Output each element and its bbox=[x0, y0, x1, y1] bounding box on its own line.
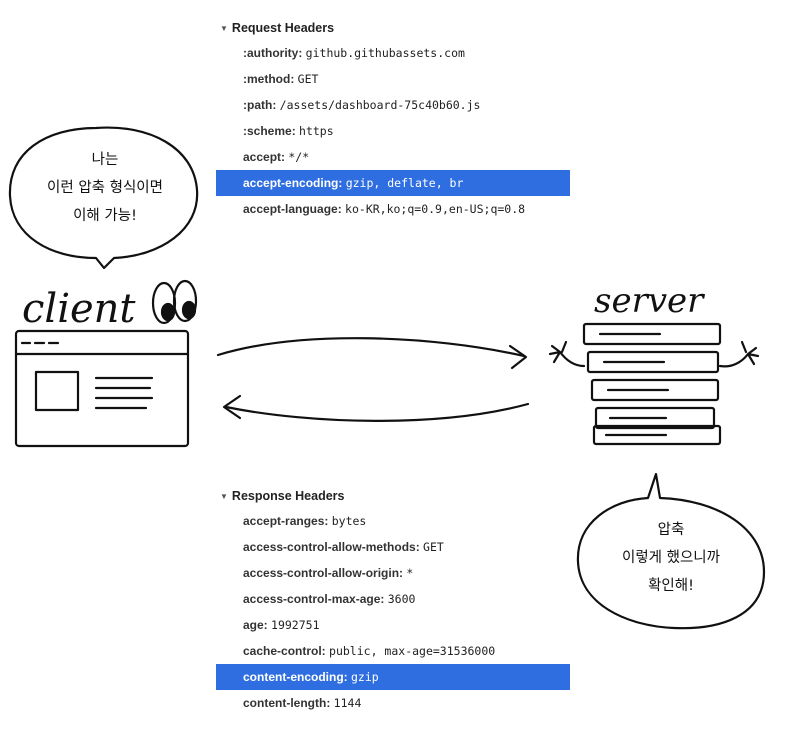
header-row[interactable]: :scheme: https bbox=[216, 118, 570, 144]
header-value: GET bbox=[297, 72, 319, 86]
header-value: 1992751 bbox=[271, 618, 320, 632]
header-value: public, max-age=31536000 bbox=[329, 644, 496, 658]
header-key: access-control-max-age: bbox=[243, 592, 385, 606]
server-bubble-line: 확인해! bbox=[648, 578, 694, 594]
header-key: :path: bbox=[243, 98, 277, 112]
header-row[interactable]: content-length: 1144 bbox=[216, 690, 570, 716]
header-key: accept: bbox=[243, 150, 286, 164]
header-value: /assets/dashboard-75c40b60.js bbox=[279, 98, 481, 112]
header-key: age: bbox=[243, 618, 268, 632]
header-row[interactable]: accept-ranges: bytes bbox=[216, 508, 570, 534]
header-value: gzip, deflate, br bbox=[345, 176, 464, 190]
server-bubble-line: 압축 bbox=[657, 522, 685, 538]
header-value: * bbox=[406, 566, 414, 580]
client-speech-bubble bbox=[8, 126, 199, 270]
client-bubble-line: 이해 가능! bbox=[73, 208, 137, 224]
header-key: accept-ranges: bbox=[243, 514, 329, 528]
eyes-icon bbox=[151, 279, 198, 325]
server-speech-bubble bbox=[576, 472, 766, 630]
header-row[interactable]: access-control-allow-origin: * bbox=[216, 560, 570, 586]
header-row[interactable]: content-encoding: gzip bbox=[216, 664, 570, 690]
response-headers-title[interactable]: ▼Response Headers bbox=[216, 484, 570, 508]
header-key: access-control-allow-methods: bbox=[243, 540, 420, 554]
server-bubble-line: 이렇게 했으니까 bbox=[622, 550, 720, 566]
server-stack-icon bbox=[582, 322, 722, 446]
header-key: accept-language: bbox=[243, 202, 342, 216]
header-key: :method: bbox=[243, 72, 295, 86]
header-value: github.githubassets.com bbox=[305, 46, 465, 60]
header-row[interactable]: :method: GET bbox=[216, 66, 570, 92]
header-key: :scheme: bbox=[243, 124, 296, 138]
header-value: https bbox=[299, 124, 334, 138]
server-label: server bbox=[594, 281, 705, 321]
header-row[interactable]: access-control-max-age: 3600 bbox=[216, 586, 570, 612]
client-bubble-text: 나는 이런 압축 형식이면 이해 가능! bbox=[22, 146, 188, 230]
header-key: cache-control: bbox=[243, 644, 326, 658]
right-hand-icon bbox=[718, 340, 760, 368]
header-key: content-encoding: bbox=[243, 670, 348, 684]
header-value: ko-KR,ko;q=0.9,en-US;q=0.8 bbox=[345, 202, 526, 216]
left-hand-icon bbox=[548, 340, 586, 368]
header-value: */* bbox=[288, 150, 310, 164]
header-value: 1144 bbox=[333, 696, 362, 710]
header-row[interactable]: accept-language: ko-KR,ko;q=0.9,en-US;q=… bbox=[216, 196, 570, 222]
client-label: client bbox=[22, 286, 136, 332]
client-bubble-line: 나는 bbox=[91, 152, 119, 168]
expand-triangle-icon[interactable]: ▼ bbox=[220, 492, 228, 501]
response-headers-title-text: Response Headers bbox=[231, 489, 345, 503]
request-headers-title[interactable]: ▼Request Headers bbox=[216, 16, 570, 40]
request-arrow bbox=[216, 337, 526, 358]
header-row[interactable]: accept: */* bbox=[216, 144, 570, 170]
response-arrow bbox=[224, 402, 530, 422]
header-key: :authority: bbox=[243, 46, 303, 60]
server-bubble-text: 압축 이렇게 했으니까 확인해! bbox=[588, 516, 754, 600]
header-value: 3600 bbox=[387, 592, 416, 606]
header-value: bytes bbox=[331, 514, 367, 528]
header-key: accept-encoding: bbox=[243, 176, 343, 190]
header-row[interactable]: :authority: github.githubassets.com bbox=[216, 40, 570, 66]
header-row[interactable]: cache-control: public, max-age=31536000 bbox=[216, 638, 570, 664]
header-value: GET bbox=[423, 540, 444, 554]
browser-window-icon bbox=[14, 329, 190, 448]
client-bubble-line: 이런 압축 형식이면 bbox=[47, 180, 163, 196]
header-key: content-length: bbox=[243, 696, 331, 710]
header-row[interactable]: accept-encoding: gzip, deflate, br bbox=[216, 170, 570, 196]
header-value: gzip bbox=[351, 670, 379, 684]
header-key: access-control-allow-origin: bbox=[243, 566, 404, 580]
header-row[interactable]: :path: /assets/dashboard-75c40b60.js bbox=[216, 92, 570, 118]
header-row[interactable]: age: 1992751 bbox=[216, 612, 570, 638]
request-headers-panel: ▼Request Headers :authority: github.gith… bbox=[216, 16, 570, 222]
request-headers-title-text: Request Headers bbox=[231, 21, 335, 35]
expand-triangle-icon[interactable]: ▼ bbox=[220, 24, 228, 33]
header-row[interactable]: access-control-allow-methods: GET bbox=[216, 534, 570, 560]
